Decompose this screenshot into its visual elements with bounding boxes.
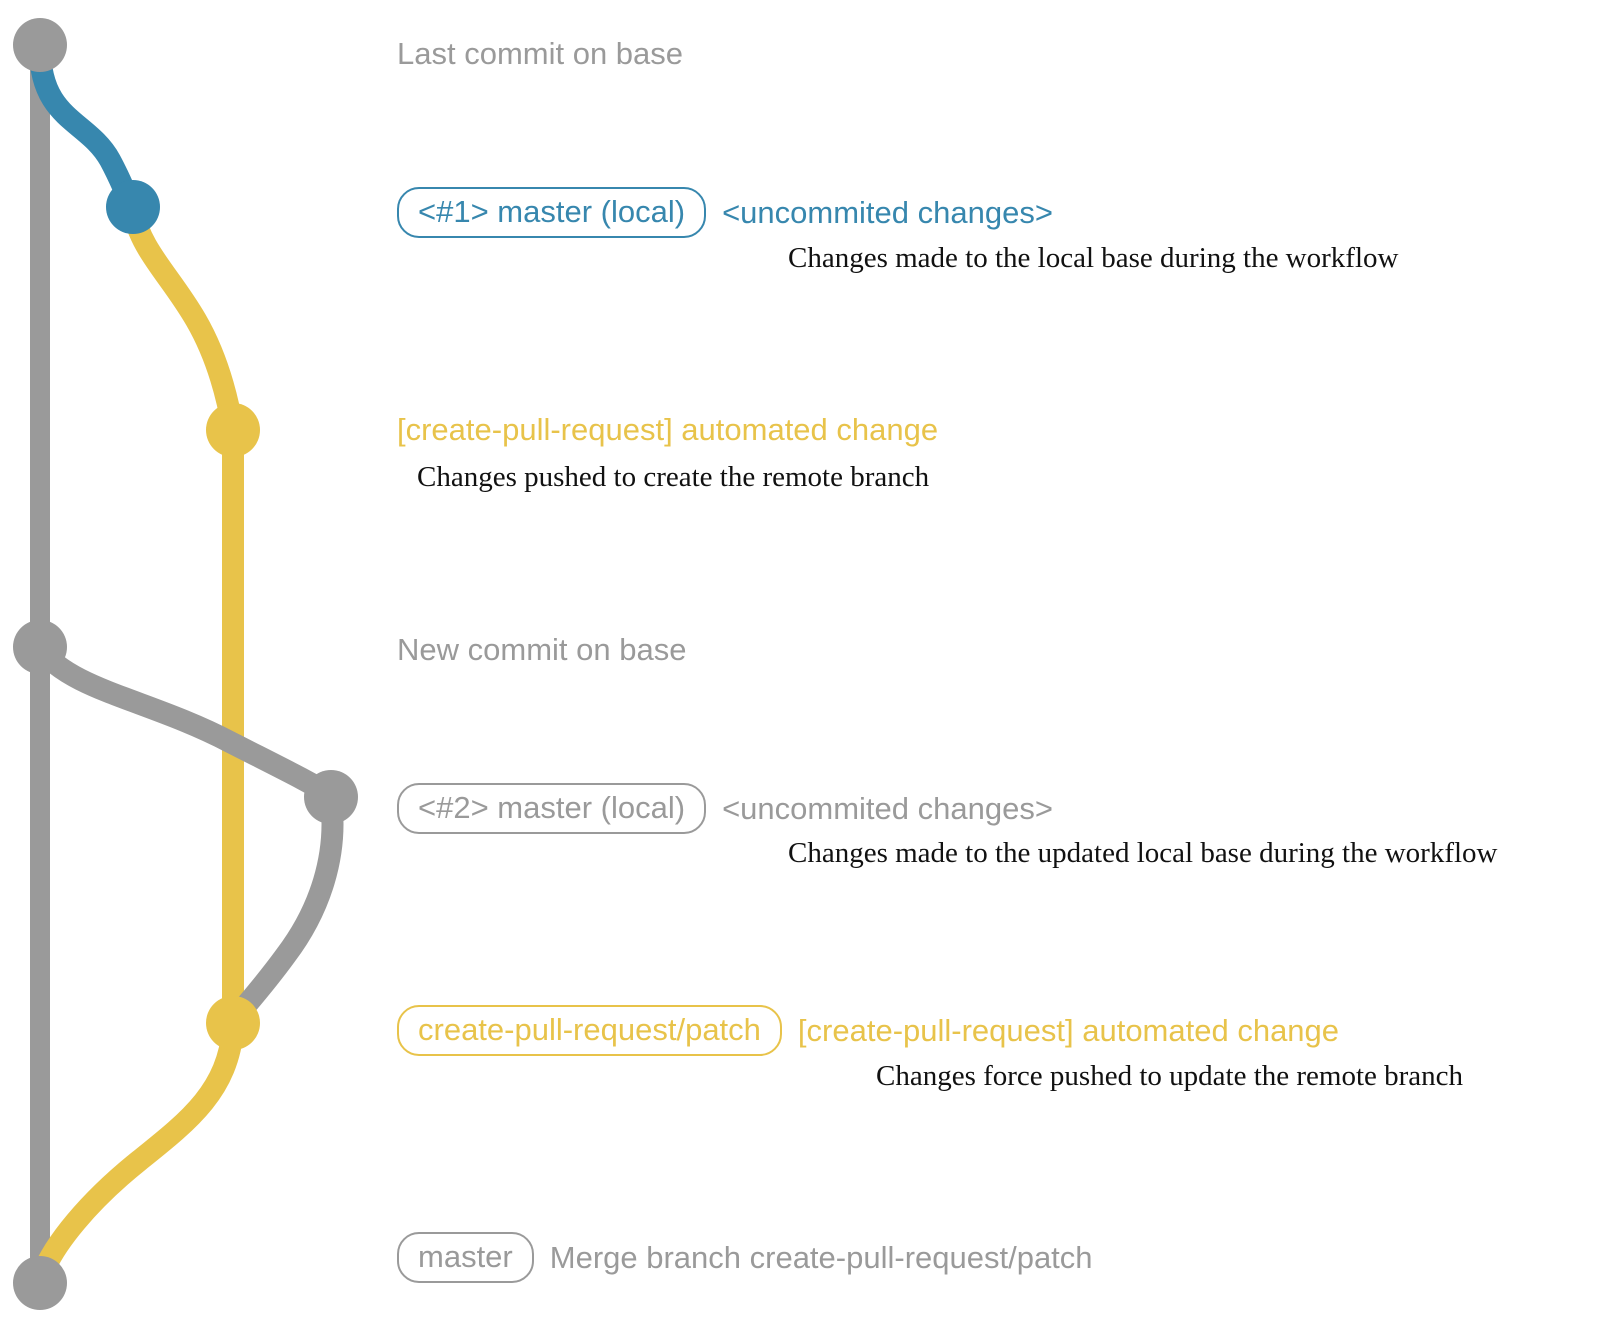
commit-node-new-commit-on-base[interactable] bbox=[13, 620, 67, 674]
commit-node-automated-change-2[interactable] bbox=[206, 996, 260, 1050]
commit-subject-automated-change-1: [create-pull-request] automated change bbox=[397, 412, 939, 447]
branch-badge-create-pull-request-patch[interactable]: create-pull-request/patch bbox=[397, 1005, 782, 1056]
commit-node-automated-change-1[interactable] bbox=[206, 403, 260, 457]
commit-description-master-local-2: Changes made to the updated local base d… bbox=[788, 837, 1498, 869]
remote-branch-line-1 bbox=[122, 199, 244, 441]
commit-subject-master-merge: Merge branch create-pull-request/patch bbox=[549, 1240, 1093, 1275]
commit-node-master-local-1[interactable] bbox=[106, 180, 160, 234]
commit-row-master-merge: master Merge branch create-pull-request/… bbox=[397, 1232, 1093, 1283]
commit-description-master-local-1: Changes made to the local base during th… bbox=[788, 242, 1399, 274]
commit-subject-master-local-2: <uncommited changes> bbox=[722, 791, 1053, 826]
commit-description-automated-change-1: Changes pushed to create the remote bran… bbox=[417, 461, 930, 493]
commit-node-master-local-2[interactable] bbox=[304, 770, 358, 824]
commit-row-master-local-1: <#1> master (local) <uncommited changes> bbox=[397, 187, 1053, 238]
remote-branch-merge-line bbox=[30, 1017, 244, 1289]
commit-subject-automated-change-2: [create-pull-request] automated change bbox=[797, 1013, 1340, 1048]
branch-badge-master-local-2[interactable]: <#2> master (local) bbox=[397, 783, 707, 834]
branch-badge-master[interactable]: master bbox=[397, 1232, 534, 1283]
commit-description-automated-change-2: Changes force pushed to update the remot… bbox=[876, 1060, 1464, 1092]
commit-node-last-commit-on-base[interactable] bbox=[13, 18, 67, 72]
commit-row-master-local-2: <#2> master (local) <uncommited changes> bbox=[397, 783, 1053, 834]
commit-row-automated-change-2: create-pull-request/patch [create-pull-r… bbox=[397, 1005, 1339, 1056]
commit-graph bbox=[13, 18, 358, 1310]
commit-subject-new-commit-on-base: New commit on base bbox=[397, 632, 687, 667]
commit-subject-master-local-1: <uncommited changes> bbox=[722, 195, 1053, 230]
local-branch-line-3 bbox=[223, 789, 344, 1031]
local-branch-line-2 bbox=[29, 637, 341, 806]
branch-badge-master-local-1[interactable]: <#1> master (local) bbox=[397, 187, 707, 238]
local-branch-line-1 bbox=[29, 37, 144, 218]
commit-subject-last-commit-on-base: Last commit on base bbox=[397, 36, 684, 71]
commit-node-master-merge[interactable] bbox=[13, 1256, 67, 1310]
